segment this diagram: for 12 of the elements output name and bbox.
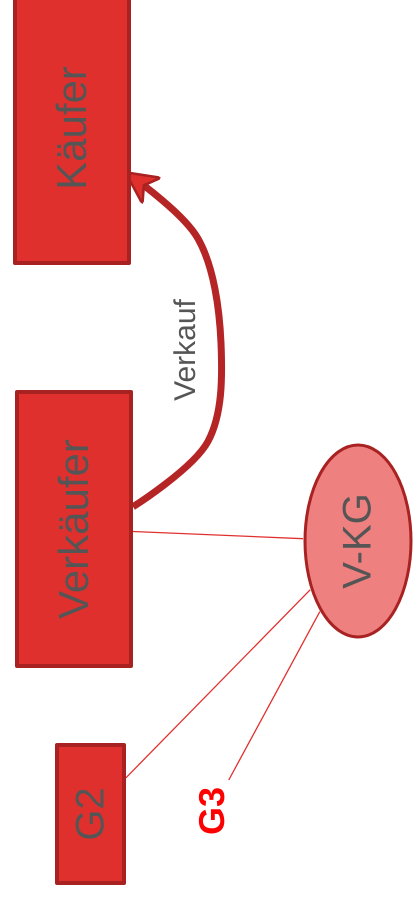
node-label: G3 <box>191 786 233 836</box>
entity-box <box>13 0 131 265</box>
box-label: V-KG <box>336 493 380 589</box>
connector-line <box>126 589 311 778</box>
box-label: Käufer <box>48 66 96 190</box>
entity-ellipse <box>303 443 413 639</box>
connector-line <box>228 611 320 780</box>
entity-box <box>55 743 126 885</box>
entity-box <box>15 390 133 668</box>
box-label: Verkäufer <box>50 439 98 619</box>
connector-line <box>132 530 304 540</box>
box-label: G2 <box>68 787 113 841</box>
